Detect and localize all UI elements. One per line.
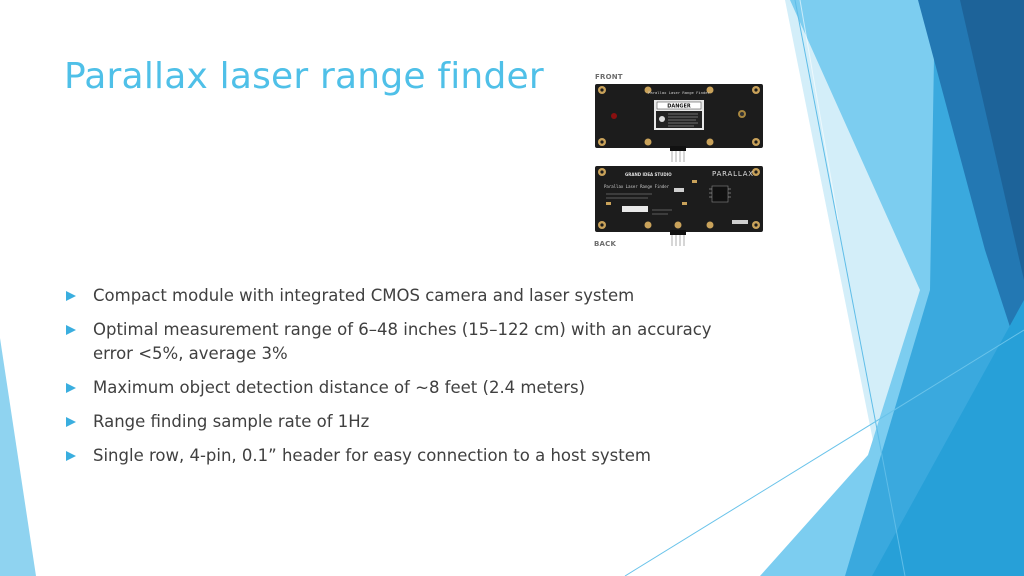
board-illustration: Parallax Laser Range Finder DANGER — [595, 84, 763, 246]
bullet-text: Range finding sample rate of 1Hz — [93, 412, 370, 431]
brand-text: PARALLAX — [712, 170, 754, 178]
bullet-marker-icon — [66, 383, 76, 393]
product-image: FRONT BACK Parallax Laser Range Finder D… — [592, 70, 772, 250]
bullet-item: Single row, 4-pin, 0.1” header for easy … — [64, 444, 744, 468]
back-board-text: Parallax Laser Range Finder — [604, 184, 670, 189]
bullet-marker-icon — [66, 451, 76, 461]
bullet-text: Compact module with integrated CMOS came… — [93, 286, 635, 305]
bullet-text: Single row, 4-pin, 0.1” header for easy … — [93, 446, 651, 465]
bullet-item: Range finding sample rate of 1Hz — [64, 410, 744, 434]
bullet-item: Optimal measurement range of 6–48 inches… — [64, 318, 744, 366]
front-board-text: Parallax Laser Range Finder — [648, 90, 710, 95]
danger-text: DANGER — [667, 104, 691, 110]
back-board — [595, 166, 763, 232]
slide-title: Parallax laser range finder — [64, 56, 544, 97]
bullet-marker-icon — [66, 417, 76, 427]
back-label: BACK — [594, 240, 617, 248]
front-label: FRONT — [595, 73, 623, 81]
bullet-marker-icon — [66, 325, 76, 335]
bullet-item: Compact module with integrated CMOS came… — [64, 284, 744, 308]
back-logo-text: GRAND IDEA STUDIO — [625, 172, 672, 177]
bullet-item: Maximum object detection distance of ~8 … — [64, 376, 744, 400]
bullet-marker-icon — [66, 291, 76, 301]
bullet-text: Optimal measurement range of 6–48 inches… — [93, 320, 712, 363]
bullet-text: Maximum object detection distance of ~8 … — [93, 378, 586, 397]
bullet-list: Compact module with integrated CMOS came… — [64, 284, 744, 478]
